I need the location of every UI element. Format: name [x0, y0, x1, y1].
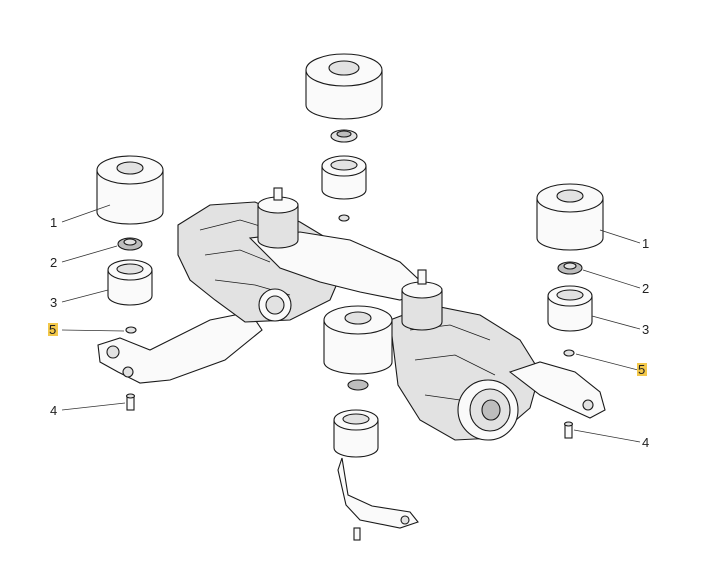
- axle-frame-assembly: [97, 187, 606, 541]
- leader-lines: [61, 204, 641, 443]
- callout-5-right: 5: [638, 362, 645, 377]
- callout-3-right: 3: [642, 322, 649, 337]
- right-bolt: [563, 421, 574, 439]
- right-cushion-stack: [536, 183, 604, 439]
- center-cushion: [323, 305, 393, 391]
- left-trailing-arm: [97, 311, 263, 384]
- callout-2-left: 2: [50, 255, 57, 270]
- callout-4-right: 4: [642, 435, 649, 450]
- callout-1-right: 1: [642, 236, 649, 251]
- right-nut: [563, 349, 575, 357]
- callout-labels: 1 2 3 5 4 1 2 3 5 4: [48, 215, 649, 450]
- right-air-spring: [401, 269, 443, 331]
- callout-5-left: 5: [49, 322, 56, 337]
- front-lower-arm: [333, 409, 419, 541]
- top-nut: [338, 214, 350, 222]
- callout-1-left: 1: [50, 215, 57, 230]
- callout-5-right-highlight: [637, 363, 647, 376]
- callout-2-right: 2: [642, 281, 649, 296]
- callout-4-left: 4: [50, 403, 57, 418]
- left-cushion-stack: [96, 155, 164, 411]
- left-air-spring: [257, 187, 299, 249]
- left-rubber-cushion: [96, 170, 164, 225]
- left-nut: [125, 326, 137, 334]
- top-cushion-stack: [305, 53, 383, 222]
- left-bolt: [125, 393, 136, 411]
- callout-5-left-highlight: [48, 323, 58, 336]
- right-trailing-arm: [508, 361, 606, 419]
- callout-3-left: 3: [50, 295, 57, 310]
- right-rubber-cushion: [536, 198, 604, 251]
- wheel-hub: [457, 379, 519, 441]
